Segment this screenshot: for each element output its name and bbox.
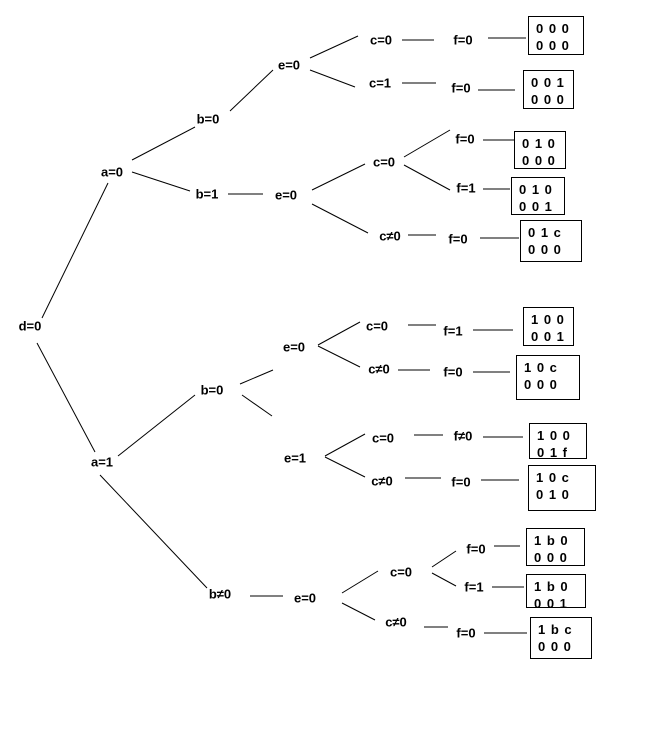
matrix-row: 1 0 c [536, 470, 570, 485]
edge-b0-e0 [239, 369, 274, 385]
edge-a0-b0 [131, 126, 196, 161]
node-f-0-e: f=0 [443, 364, 463, 380]
node-a1bn0-e-0: e=0 [293, 590, 317, 606]
matrix-row: 1 b c [538, 622, 573, 637]
matrix-row: 0 0 0 [534, 550, 568, 565]
edge-a1-bn0 [99, 474, 208, 589]
node-c-not-0-c: c≠0 [371, 473, 393, 489]
node-f-0-g: f=0 [466, 541, 486, 557]
matrix-row: 0 0 0 [528, 242, 562, 257]
result-matrix-8: 1 0 0 0 1 f [529, 423, 587, 460]
node-a1b0-e-1: e=1 [283, 450, 307, 466]
node-a-1: a=1 [90, 454, 114, 470]
matrix-row: 0 0 0 [536, 38, 570, 53]
node-f-0-c: f=0 [455, 131, 475, 147]
node-f-1-a: f=1 [456, 180, 476, 196]
matrix-row: 0 1 c [528, 225, 562, 240]
node-f-0-f: f=0 [451, 474, 471, 490]
node-c-0-a: c=0 [369, 32, 393, 48]
edge-a1-b0 [117, 394, 196, 457]
node-f-not-0: f≠0 [453, 428, 473, 444]
node-c-0-b: c=0 [372, 154, 396, 170]
matrix-row: 0 0 1 [534, 596, 568, 611]
node-a1b0-e-0: e=0 [282, 339, 306, 355]
edge-a0b0-e0 [229, 69, 274, 112]
edge-c0-f0b [403, 129, 451, 158]
matrix-row: 1 0 c [524, 360, 558, 375]
edge-c0-f1b [403, 164, 451, 191]
edge-c0-f1d [431, 572, 457, 587]
matrix-row: 1 0 0 [537, 428, 571, 443]
node-f-0-b: f=0 [451, 80, 471, 96]
matrix-row: 0 0 0 [522, 153, 556, 168]
node-c-not-0-b: c≠0 [368, 361, 390, 377]
result-matrix-5: 0 1 c 0 0 0 [520, 220, 582, 262]
edge-e0-cn0d [341, 602, 376, 621]
node-c-0-d: c=0 [371, 430, 395, 446]
node-a0-b-0: b=0 [196, 111, 220, 127]
edge-e0-c0c [317, 321, 361, 346]
edge-e1-c0 [324, 433, 366, 457]
node-c-not-0-a: c≠0 [379, 228, 401, 244]
edge-a0-b1 [131, 171, 191, 192]
matrix-row: 0 0 0 [524, 377, 558, 392]
node-a1-b-0: b=0 [200, 382, 224, 398]
result-matrix-10: 1 b 0 0 0 0 [526, 528, 585, 566]
edge-e0-c1 [309, 69, 356, 88]
node-c-not-0-d: c≠0 [385, 614, 407, 630]
edge-e0-cn0 [311, 203, 369, 234]
node-a0-b-1: b=1 [195, 186, 219, 202]
result-matrix-1: 0 0 0 0 0 0 [528, 16, 584, 55]
node-a0b0-e-0: e=0 [277, 57, 301, 73]
edge-c0-f0d [431, 550, 457, 568]
node-f-1-b: f=1 [443, 323, 463, 339]
result-matrix-9: 1 0 c 0 1 0 [528, 465, 596, 511]
node-a-0: a=0 [100, 164, 124, 180]
edge-e0-c0d [341, 570, 379, 594]
matrix-row: 0 0 0 [538, 639, 572, 654]
node-f-1-c: f=1 [464, 579, 484, 595]
matrix-row: 0 0 1 [531, 329, 565, 344]
node-c-0-e: c=0 [389, 564, 413, 580]
node-a1-b-not-0: b≠0 [208, 586, 232, 602]
edge-e1-cn0 [324, 456, 366, 478]
matrix-row: 0 0 0 [536, 21, 570, 36]
node-f-0-h: f=0 [456, 625, 476, 641]
matrix-row: 0 0 0 [531, 92, 565, 107]
node-c-1: c=1 [368, 75, 392, 91]
node-f-0-a: f=0 [453, 32, 473, 48]
result-matrix-4: 0 1 0 0 0 1 [511, 177, 565, 215]
edge-d0-a0 [41, 182, 109, 319]
node-d-0: d=0 [18, 318, 42, 334]
edge-e0-c0b [311, 163, 366, 191]
matrix-row: 0 1 f [537, 445, 569, 460]
result-matrix-6: 1 0 0 0 0 1 [523, 307, 574, 346]
matrix-row: 1 b 0 [534, 579, 569, 594]
edge-b0-e1 [241, 394, 273, 417]
edge-e0-c0 [309, 35, 359, 59]
matrix-row: 0 1 0 [522, 136, 556, 151]
result-matrix-12: 1 b c 0 0 0 [530, 617, 592, 659]
edge-d0-a1 [36, 342, 96, 453]
node-a0b1-e-0: e=0 [274, 187, 298, 203]
matrix-row: 0 0 1 [531, 75, 565, 90]
node-c-0-c: c=0 [365, 318, 389, 334]
matrix-row: 0 0 1 [519, 199, 553, 214]
result-matrix-7: 1 0 c 0 0 0 [516, 355, 580, 400]
result-matrix-2: 0 0 1 0 0 0 [523, 70, 574, 109]
matrix-row: 1 0 0 [531, 312, 565, 327]
edge-e0-cn0c [317, 345, 361, 368]
node-f-0-d: f=0 [448, 231, 468, 247]
result-matrix-3: 0 1 0 0 0 0 [514, 131, 566, 169]
matrix-row: 1 b 0 [534, 533, 569, 548]
matrix-row: 0 1 0 [519, 182, 553, 197]
result-matrix-11: 1 b 0 0 0 1 [526, 574, 586, 611]
matrix-row: 0 1 0 [536, 487, 570, 502]
